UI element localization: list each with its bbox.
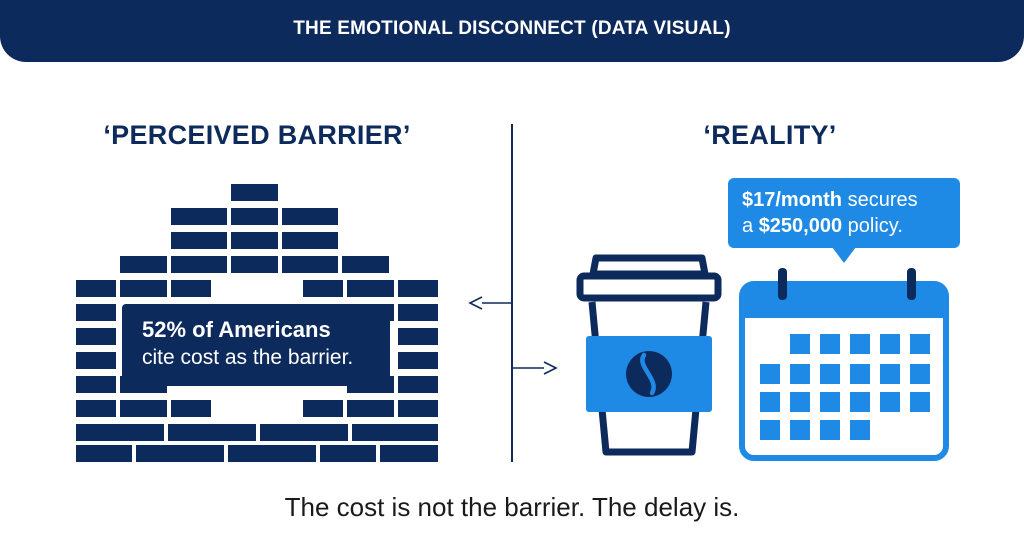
- calendar-icon: [739, 268, 949, 461]
- perceived-barrier-title: ‘PERCEIVED BARRIER’: [103, 120, 411, 150]
- bubble-text-1: secures: [842, 189, 918, 211]
- header-title: THE EMOTIONAL DISCONNECT (DATA VISUAL): [293, 18, 731, 39]
- bubble-text-2: a: [742, 215, 759, 237]
- bubble-text-3: policy.: [842, 215, 903, 237]
- bubble-policy-amount: $250,000: [758, 215, 843, 237]
- bubble-price: $17/month: [742, 189, 843, 211]
- center-divider: [511, 124, 513, 462]
- reality-title: ‘REALITY’: [703, 120, 837, 150]
- tagline: The cost is not the barrier. The delay i…: [284, 492, 740, 522]
- barrier-stat-line2: cite cost as the barrier.: [142, 346, 354, 369]
- bubble-tail: [832, 247, 856, 263]
- barrier-stat-callout: 52% of Americans cite cost as the barrie…: [122, 304, 390, 386]
- brick-wall-icon: [76, 184, 438, 462]
- coffee-cup-icon: [576, 254, 722, 456]
- price-speech-bubble: $17/month secures a $250,000 policy.: [728, 178, 960, 248]
- exchange-arrows-icon: [468, 296, 558, 375]
- barrier-stat-line1: 52% of Americans: [142, 317, 331, 342]
- header-banner: THE EMOTIONAL DISCONNECT (DATA VISUAL): [0, 0, 1024, 62]
